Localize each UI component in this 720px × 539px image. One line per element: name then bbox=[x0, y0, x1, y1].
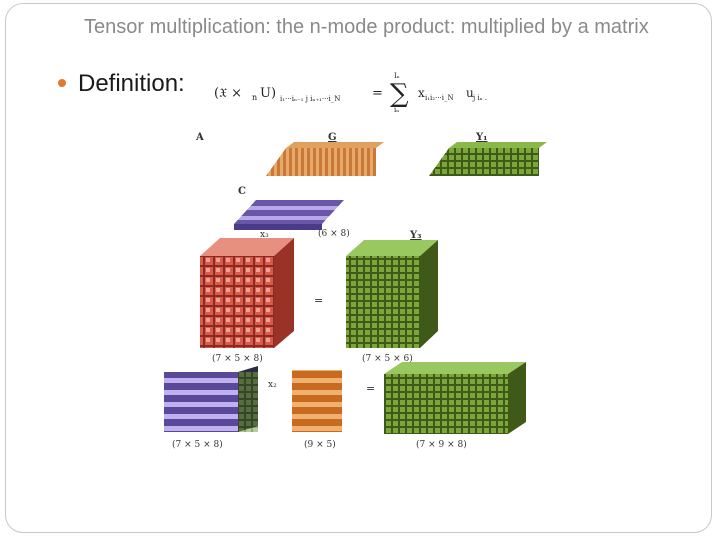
label-x3: x₃ bbox=[260, 230, 269, 240]
tensor-diagram bbox=[164, 142, 547, 434]
slide-title: Tensor multiplication: the n-mode produc… bbox=[84, 16, 649, 38]
label-C: C bbox=[238, 186, 246, 197]
svg-text:x: x bbox=[418, 86, 425, 100]
label-bot2-size: (9 × 5) bbox=[304, 440, 336, 450]
tensor-X-red bbox=[200, 238, 294, 348]
label-bot1-size: (7 × 5 × 8) bbox=[172, 440, 223, 450]
svg-text:(𝔛 ×: (𝔛 × bbox=[214, 86, 242, 101]
label-G: G bbox=[328, 132, 337, 143]
tensor-figure: A G Y₁ C x₃ (6 × 8) Y₃ = (7 × 5 × 8) (7 … bbox=[154, 126, 554, 466]
tensor-C bbox=[234, 200, 344, 230]
svg-text:i₁···iₙ₋₁ j iₙ₊₁···i_N: i₁···iₙ₋₁ j iₙ₊₁···i_N bbox=[280, 95, 340, 103]
svg-text:∑: ∑ bbox=[390, 79, 409, 109]
tensor-Y1 bbox=[429, 142, 547, 176]
n-mode-product-formula: (𝔛 × n U) i₁···iₙ₋₁ j iₙ₊₁···i_N = ∑ Iₙ … bbox=[214, 72, 487, 114]
label-Y3: Y₃ bbox=[410, 230, 422, 241]
label-x2: x₂ bbox=[268, 380, 277, 390]
slide: Tensor multiplication: the n-mode produc… bbox=[5, 3, 712, 533]
svg-text:iₙ: iₙ bbox=[394, 106, 399, 114]
label-Y1: Y₁ bbox=[476, 132, 488, 143]
svg-text:u: u bbox=[466, 86, 474, 100]
svg-text:n: n bbox=[252, 93, 257, 102]
svg-text:=: = bbox=[372, 86, 383, 101]
equals-sign-1: = bbox=[314, 294, 324, 307]
equals-sign-2: = bbox=[366, 382, 376, 395]
tensor-G bbox=[266, 142, 384, 176]
matrix-U-orange bbox=[292, 370, 342, 432]
tensor-Y3-green bbox=[346, 240, 438, 348]
tensor-result-green bbox=[384, 362, 526, 434]
svg-text:Iₙ: Iₙ bbox=[394, 72, 400, 80]
label-left-size: (7 × 5 × 8) bbox=[212, 354, 263, 364]
bullet-dot-icon bbox=[58, 79, 66, 87]
label-A: A bbox=[196, 132, 204, 143]
label-C-size: (6 × 8) bbox=[318, 229, 350, 239]
label-right-size: (7 × 5 × 6) bbox=[362, 354, 413, 364]
svg-text:U): U) bbox=[260, 86, 276, 101]
tensor-X-purple bbox=[164, 366, 258, 432]
svg-text:i₁i₂···i_N: i₁i₂···i_N bbox=[425, 94, 454, 102]
bullet-text: Definition: bbox=[78, 70, 185, 97]
svg-text:j iₙ .: j iₙ . bbox=[472, 94, 487, 102]
label-bot3-size: (7 × 9 × 8) bbox=[416, 440, 467, 450]
